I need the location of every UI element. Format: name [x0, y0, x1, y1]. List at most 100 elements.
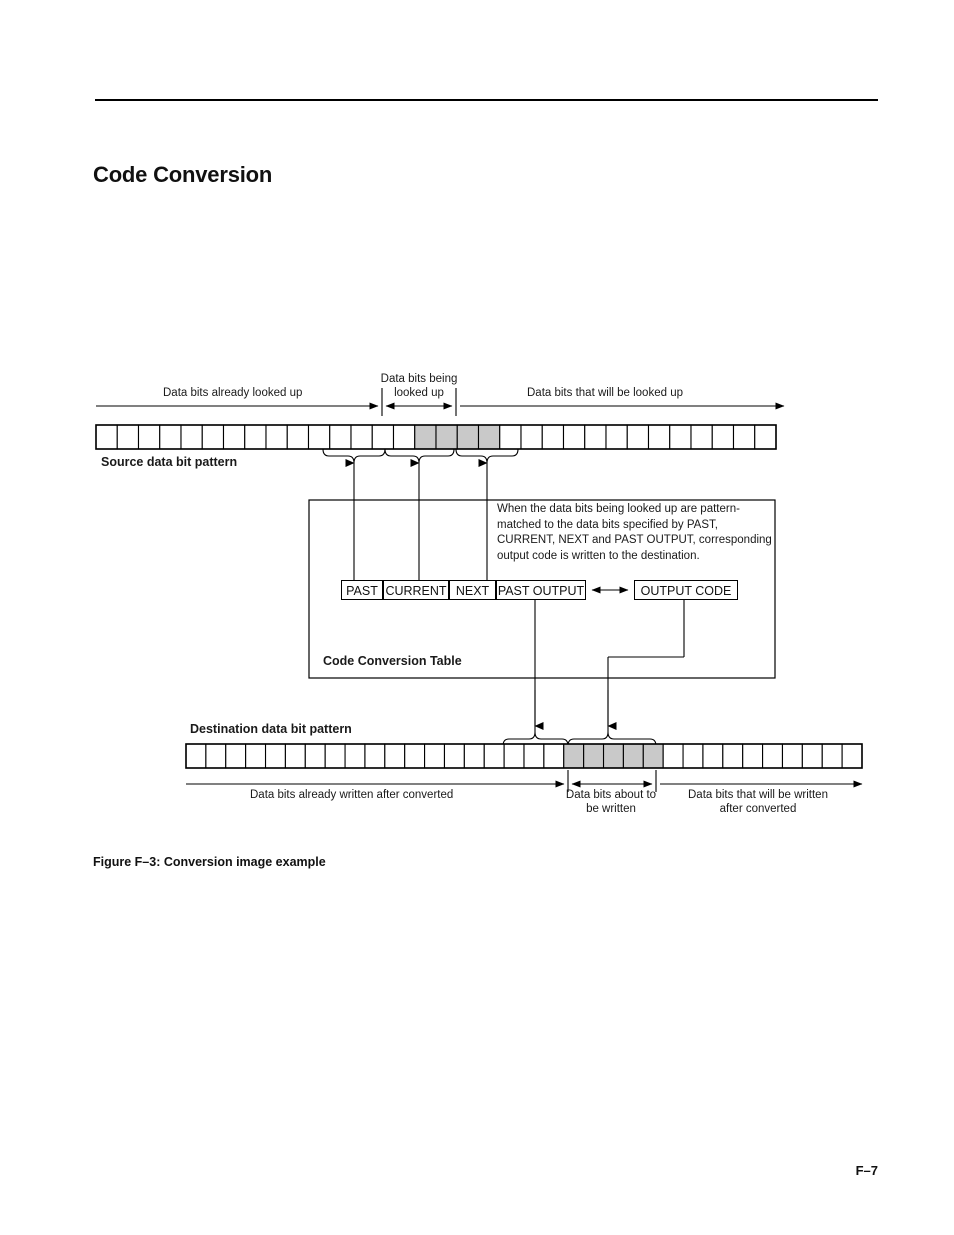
bit-cell — [344, 743, 366, 769]
bit-cell — [371, 424, 395, 450]
bit-cell — [584, 424, 607, 450]
source-bit-row — [95, 424, 777, 450]
bit-cell — [722, 743, 744, 769]
output-code-route — [607, 600, 685, 732]
page-number: F–7 — [855, 1163, 878, 1178]
bit-cell — [483, 743, 505, 769]
bit-cell — [702, 743, 724, 769]
label-data-bits-that-will-be-looked-up: Data bits that will be looked up — [527, 387, 683, 399]
bit-cell — [499, 424, 522, 450]
bit-cell — [781, 743, 803, 769]
bit-cell — [159, 424, 182, 450]
bit-cell — [364, 743, 386, 769]
label-destination-data-bit-pattern: Destination data bit pattern — [190, 722, 352, 736]
bit-cell-highlighted — [583, 743, 605, 769]
bit-cell — [801, 743, 823, 769]
bit-cell — [324, 743, 346, 769]
table-field-current[interactable]: CURRENT — [383, 580, 449, 600]
bit-cell — [669, 424, 692, 450]
bit-cell — [841, 743, 863, 769]
table-field-past[interactable]: PAST — [341, 580, 383, 600]
code-conversion-table-box — [308, 499, 776, 679]
bit-cell — [222, 424, 246, 450]
bit-cell — [350, 424, 373, 450]
bit-cell — [732, 424, 756, 450]
bit-cell — [503, 743, 525, 769]
label-source-data-bit-pattern: Source data bit pattern — [101, 455, 238, 469]
label-will-written-line2: after converted — [719, 803, 797, 815]
bit-cell — [404, 743, 426, 769]
label-code-conversion-table: Code Conversion Table — [323, 654, 462, 668]
bit-cell — [245, 743, 267, 769]
bit-cell — [742, 743, 764, 769]
destination-bit-row — [185, 743, 863, 769]
bit-cell-highlighted — [602, 743, 624, 769]
bit-cell — [95, 424, 118, 450]
bit-cell — [264, 743, 286, 769]
explanation-text: When the data bits being looked up are p… — [497, 503, 772, 562]
page-title: Code Conversion — [93, 162, 273, 187]
label-will-written-line1: Data bits that will be written — [688, 789, 828, 801]
bit-cell — [307, 424, 331, 450]
bit-cell — [754, 424, 777, 450]
bit-cell — [329, 424, 352, 450]
bit-cell — [424, 743, 446, 769]
table-field-next[interactable]: NEXT — [449, 580, 496, 600]
bit-cell — [821, 743, 843, 769]
bit-cell — [244, 424, 267, 450]
bit-cell — [180, 424, 203, 450]
figure-conversion-image-example: Data bits already looked up Data bits be… — [93, 372, 863, 869]
bit-cell — [520, 424, 543, 450]
bit-cell — [626, 424, 650, 450]
bit-cell — [265, 424, 288, 450]
bit-cell-highlighted — [622, 743, 644, 769]
bit-cell — [541, 424, 565, 450]
bit-cell — [286, 424, 310, 450]
bit-cell-highlighted — [435, 424, 458, 450]
label-being-looked-up-line1: Data bits being — [380, 373, 458, 385]
bit-cell — [463, 743, 485, 769]
destination-connectors — [502, 690, 657, 747]
label-about-written-line1: Data bits about to — [565, 789, 657, 801]
table-field-past-output[interactable]: PAST OUTPUT — [496, 580, 586, 600]
header-rule — [95, 99, 878, 101]
bit-cell — [523, 743, 545, 769]
bit-cell — [443, 743, 465, 769]
bit-cell-highlighted — [477, 424, 501, 450]
bit-cell — [384, 743, 406, 769]
source-connectors — [322, 448, 519, 500]
bit-cell — [116, 424, 140, 450]
bit-cell — [562, 424, 586, 450]
bit-cell — [682, 743, 704, 769]
bit-cell-highlighted — [456, 424, 480, 450]
figure-caption: Figure F–3: Conversion image example — [93, 855, 326, 869]
label-data-bits-being-looked-up: Data bits being looked up — [376, 372, 462, 400]
table-field-output-code[interactable]: OUTPUT CODE — [634, 580, 738, 600]
bit-cell — [605, 424, 628, 450]
label-being-looked-up-line2: looked up — [394, 387, 444, 399]
bit-row-border — [185, 743, 863, 769]
bit-cell — [762, 743, 784, 769]
bit-cell — [137, 424, 161, 450]
bit-cell — [185, 743, 207, 769]
bit-cell — [205, 743, 227, 769]
label-data-bits-already-written: Data bits already written after converte… — [250, 789, 454, 801]
table-field-droplines — [353, 500, 488, 580]
bit-cell-highlighted — [642, 743, 664, 769]
bit-row-border — [95, 424, 777, 450]
bit-cell — [690, 424, 713, 450]
bit-cell — [284, 743, 306, 769]
conversion-diagram-svg — [95, 388, 863, 792]
label-data-bits-that-will-be-written: Data bits that will be written after con… — [685, 788, 831, 816]
bit-cell — [711, 424, 735, 450]
bit-cell — [201, 424, 225, 450]
bottom-range-band — [186, 770, 863, 792]
bit-cell — [304, 743, 326, 769]
bit-cell-highlighted — [563, 743, 585, 769]
label-data-bits-about-to-be-written: Data bits about to be written — [564, 788, 658, 816]
label-about-written-line2: be written — [586, 803, 636, 815]
label-data-bits-already-looked-up: Data bits already looked up — [163, 387, 303, 399]
bit-cell — [392, 424, 416, 450]
bit-cell — [662, 743, 684, 769]
